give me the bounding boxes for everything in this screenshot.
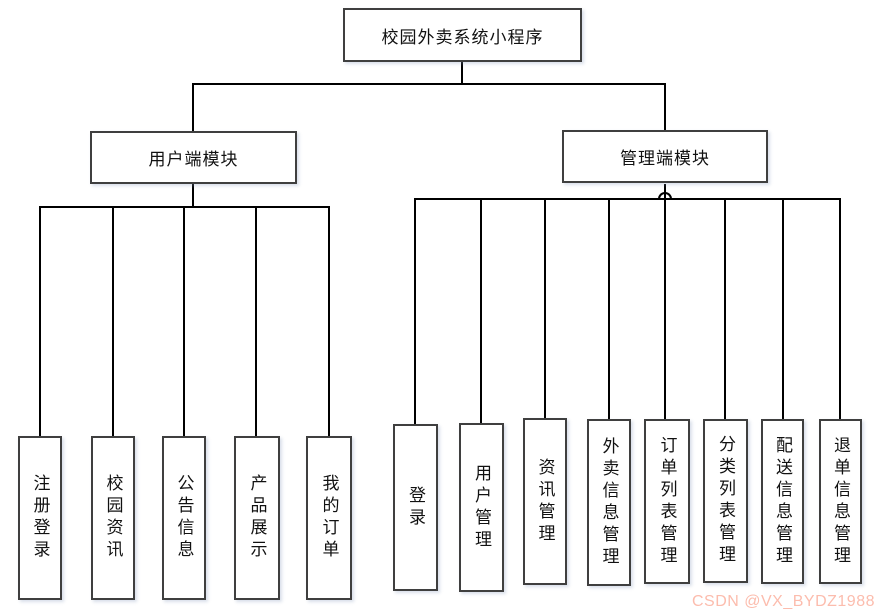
node-user-module-label: 用户端模块: [148, 150, 239, 169]
connector-drop-campus-news: [112, 206, 114, 436]
node-announcement-info-label: 公告信息: [174, 474, 194, 562]
node-refund-info-management: 退单信息管理: [819, 419, 862, 584]
node-admin-module: 管理端模块: [562, 130, 768, 183]
node-announcement-info: 公告信息: [162, 436, 206, 600]
connector-admin-module-drop: [664, 83, 666, 130]
connector-admin-stem: [664, 184, 666, 419]
node-login-label: 登录: [406, 485, 425, 530]
connector-drop-my-orders: [328, 206, 330, 436]
node-news-management-label: 资讯管理: [535, 457, 555, 546]
node-admin-module-label: 管理端模块: [620, 149, 710, 168]
connector-drop-product-display: [255, 206, 257, 436]
connector-drop-register-login: [39, 206, 41, 436]
node-delivery-info-management: 配送信息管理: [761, 419, 804, 584]
node-register-login-label: 注册登录: [30, 474, 50, 562]
node-login: 登录: [393, 424, 438, 591]
node-category-list-management: 分类列表管理: [703, 419, 748, 583]
node-product-display-label: 产品展示: [247, 474, 267, 562]
node-refund-info-management-label: 退单信息管理: [831, 435, 850, 568]
connector-drop-login: [414, 198, 416, 424]
node-root: 校园外卖系统小程序: [343, 8, 582, 62]
connector-root-stem: [461, 62, 463, 84]
node-campus-news: 校园资讯: [91, 436, 135, 600]
node-order-list-management: 订单列表管理: [644, 419, 690, 584]
node-takeout-info-management-label: 外卖信息管理: [599, 436, 619, 569]
node-news-management: 资讯管理: [523, 418, 567, 585]
node-user-management-label: 用户管理: [472, 463, 491, 552]
connector-drop-user-management: [480, 198, 482, 423]
connector-drop-announcement-info: [183, 206, 185, 436]
connector-user-stem: [192, 184, 194, 207]
connector-drop-category-list-management: [724, 198, 726, 419]
connector-drop-refund-info-management: [839, 198, 841, 419]
node-user-module: 用户端模块: [90, 131, 297, 184]
node-category-list-management-label: 分类列表管理: [716, 435, 735, 567]
node-my-orders-label: 我的订单: [319, 474, 339, 562]
node-delivery-info-management-label: 配送信息管理: [773, 435, 792, 568]
node-my-orders: 我的订单: [306, 436, 352, 600]
line-hop-arc: [658, 192, 672, 200]
connector-admin-bus: [414, 198, 841, 200]
connector-user-module-drop: [192, 83, 194, 131]
node-takeout-info-management: 外卖信息管理: [587, 419, 631, 586]
connector-drop-delivery-info-management: [782, 198, 784, 419]
node-root-label: 校园外卖系统小程序: [381, 27, 544, 47]
csdn-watermark: CSDN @VX_BYDZ1988: [691, 593, 875, 610]
node-order-list-management-label: 订单列表管理: [657, 435, 677, 568]
node-product-display: 产品展示: [234, 436, 280, 600]
connector-drop-takeout-info-management: [608, 198, 610, 419]
connector-top-bus: [192, 83, 666, 85]
node-register-login: 注册登录: [18, 436, 62, 600]
node-user-management: 用户管理: [459, 423, 504, 592]
node-campus-news-label: 校园资讯: [103, 474, 123, 562]
connector-drop-news-management: [544, 198, 546, 418]
